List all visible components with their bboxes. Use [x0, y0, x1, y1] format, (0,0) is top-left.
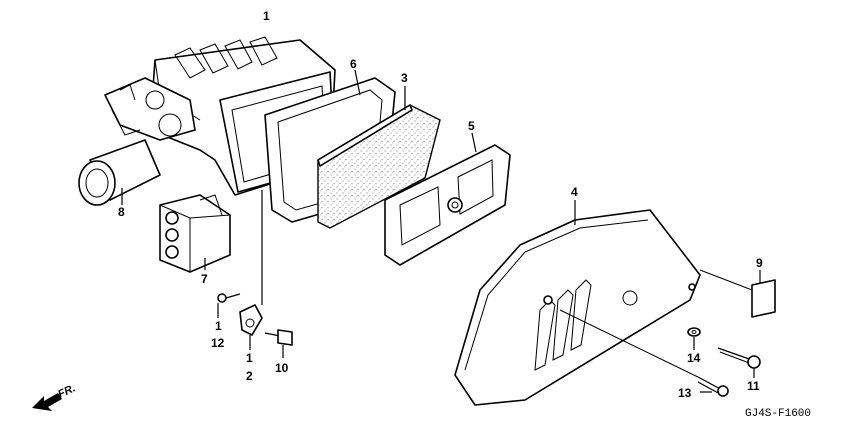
breather-block [159, 194, 231, 273]
drawing-code: GJ4S-F1600 [745, 408, 811, 420]
screw-12 [217, 293, 241, 318]
front-label: FR. [56, 382, 77, 400]
callout-part-10: 10 [275, 361, 289, 375]
bracket-2 [239, 190, 263, 350]
front-direction-indicator: FR. [32, 382, 77, 411]
washer-14 [687, 327, 701, 350]
caution-label-9 [699, 269, 776, 318]
air-cleaner-cover [454, 200, 701, 406]
callout-part-14: 14 [687, 351, 701, 365]
callout-part-5: 5 [468, 119, 475, 133]
foam-filter-element [317, 86, 441, 229]
callout-part-4: 4 [571, 185, 578, 199]
callout-part-7: 7 [201, 272, 208, 286]
callout-part-12: 12 [211, 336, 225, 350]
front-arrow-icon [32, 393, 62, 411]
callout-part-1-screw: 1 [215, 319, 222, 333]
callout-part-1-bracket: 1 [246, 351, 253, 365]
callout-part-13: 13 [678, 386, 692, 400]
element-holder [384, 132, 511, 266]
intake-tube [78, 139, 161, 206]
callout-part-9: 9 [756, 256, 763, 270]
bolt-10 [264, 329, 293, 358]
callout-part-3: 3 [401, 71, 408, 85]
callout-part-1-case: 1 [263, 9, 270, 23]
long-bolt-11 [717, 347, 761, 378]
callout-part-2: 2 [246, 369, 253, 383]
callout-part-11: 11 [747, 379, 760, 393]
screw-13 [559, 309, 729, 397]
callout-part-6: 6 [350, 57, 357, 71]
callout-part-8: 8 [118, 205, 125, 219]
